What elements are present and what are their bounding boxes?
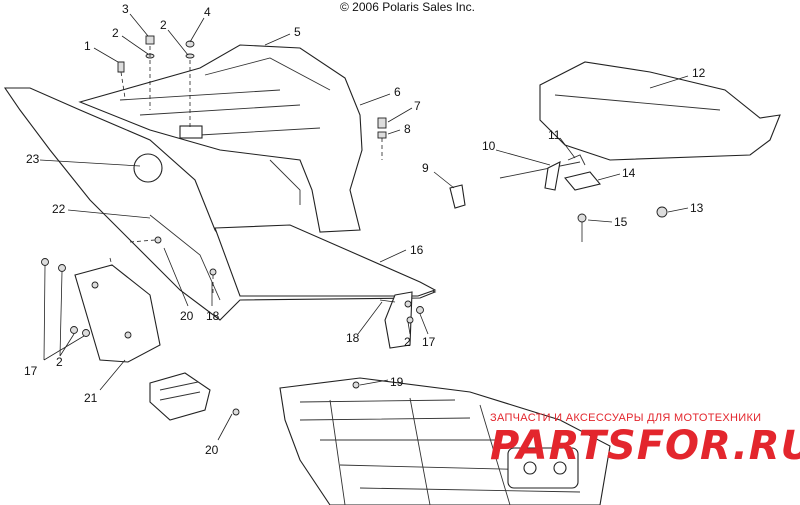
latch-cable bbox=[499, 161, 581, 179]
latch-hook bbox=[544, 161, 561, 191]
left-mud-flap bbox=[74, 264, 161, 363]
seat-latch bbox=[449, 154, 668, 242]
nut-17c bbox=[416, 306, 424, 314]
footrest-bracket bbox=[149, 372, 211, 421]
copyright-notice: © 2006 Polaris Sales Inc. bbox=[340, 0, 475, 14]
callout-10: 10 bbox=[482, 139, 496, 153]
rivet-1 bbox=[117, 61, 125, 73]
callout-9: 9 bbox=[422, 161, 429, 175]
washer-2e bbox=[406, 316, 414, 324]
callout-2: 2 bbox=[160, 18, 167, 32]
callout-12: 12 bbox=[692, 66, 706, 80]
callout-7: 7 bbox=[414, 99, 421, 113]
right-mud-flap bbox=[379, 291, 413, 349]
callout-19: 19 bbox=[390, 375, 404, 389]
callout-17: 17 bbox=[24, 364, 38, 378]
callout-22: 22 bbox=[52, 202, 66, 216]
rear-fender-top bbox=[78, 44, 363, 233]
callout-20: 20 bbox=[180, 309, 194, 323]
seat bbox=[539, 61, 781, 161]
seat-grommet bbox=[656, 206, 668, 218]
nut-17a bbox=[41, 258, 49, 266]
top-hardware bbox=[117, 35, 387, 160]
screw-3 bbox=[145, 35, 155, 45]
callout-5: 5 bbox=[294, 25, 301, 39]
side-panel bbox=[214, 224, 437, 297]
latch-clip bbox=[449, 184, 466, 209]
callout-8: 8 bbox=[404, 122, 411, 136]
rack-slot bbox=[179, 125, 203, 139]
screw-7 bbox=[377, 117, 387, 129]
washer-4 bbox=[185, 40, 195, 48]
flap-bolt bbox=[91, 281, 99, 289]
left-fender bbox=[3, 87, 437, 321]
flap-bolt bbox=[404, 300, 412, 308]
callout-2: 2 bbox=[112, 26, 119, 40]
callout-23: 23 bbox=[26, 152, 40, 166]
callout-20: 20 bbox=[205, 443, 219, 457]
callout-21: 21 bbox=[84, 391, 98, 405]
washer-2c bbox=[58, 264, 66, 272]
washer-2d bbox=[70, 326, 78, 334]
latch-plate bbox=[564, 171, 601, 191]
frame-bracket bbox=[507, 447, 579, 489]
callout-2: 2 bbox=[56, 355, 63, 369]
watermark-logo: PARTSFOR.RU bbox=[490, 423, 800, 469]
callout-18: 18 bbox=[346, 331, 360, 345]
callout-18: 18 bbox=[206, 309, 220, 323]
callout-15: 15 bbox=[614, 215, 628, 229]
frame-hole bbox=[553, 461, 567, 475]
watermark-tagline: ЗАПЧАСТИ И АКСЕССУАРЫ ДЛЯ МОТОТЕХНИКИ bbox=[490, 412, 762, 424]
callout-4: 4 bbox=[204, 5, 211, 19]
callout-14: 14 bbox=[622, 166, 636, 180]
flap-bolt bbox=[124, 331, 132, 339]
rear-frame bbox=[279, 377, 611, 505]
callout-16: 16 bbox=[410, 243, 424, 257]
callout-11: 11 bbox=[548, 128, 561, 142]
latch-bolt bbox=[577, 213, 587, 223]
screw-20a bbox=[154, 236, 162, 244]
screw-20b bbox=[232, 408, 240, 416]
callout-2: 2 bbox=[404, 335, 411, 349]
callout-6: 6 bbox=[394, 85, 401, 99]
callout-1: 1 bbox=[84, 39, 91, 53]
callout-3: 3 bbox=[122, 2, 129, 16]
leader-lines bbox=[39, 13, 689, 441]
nut-8 bbox=[377, 131, 387, 139]
clip-18a bbox=[209, 268, 217, 276]
nut-17b bbox=[82, 329, 90, 337]
callout-13: 13 bbox=[690, 201, 704, 215]
callout-labels: 3 2 4 2 1 5 6 7 8 12 11 10 9 14 13 15 23… bbox=[24, 2, 706, 457]
callout-17: 17 bbox=[422, 335, 436, 349]
lower-hardware bbox=[41, 236, 424, 416]
frame-hole bbox=[523, 461, 537, 475]
frame-bolt bbox=[352, 381, 360, 389]
fuel-cap-opening bbox=[133, 153, 163, 183]
